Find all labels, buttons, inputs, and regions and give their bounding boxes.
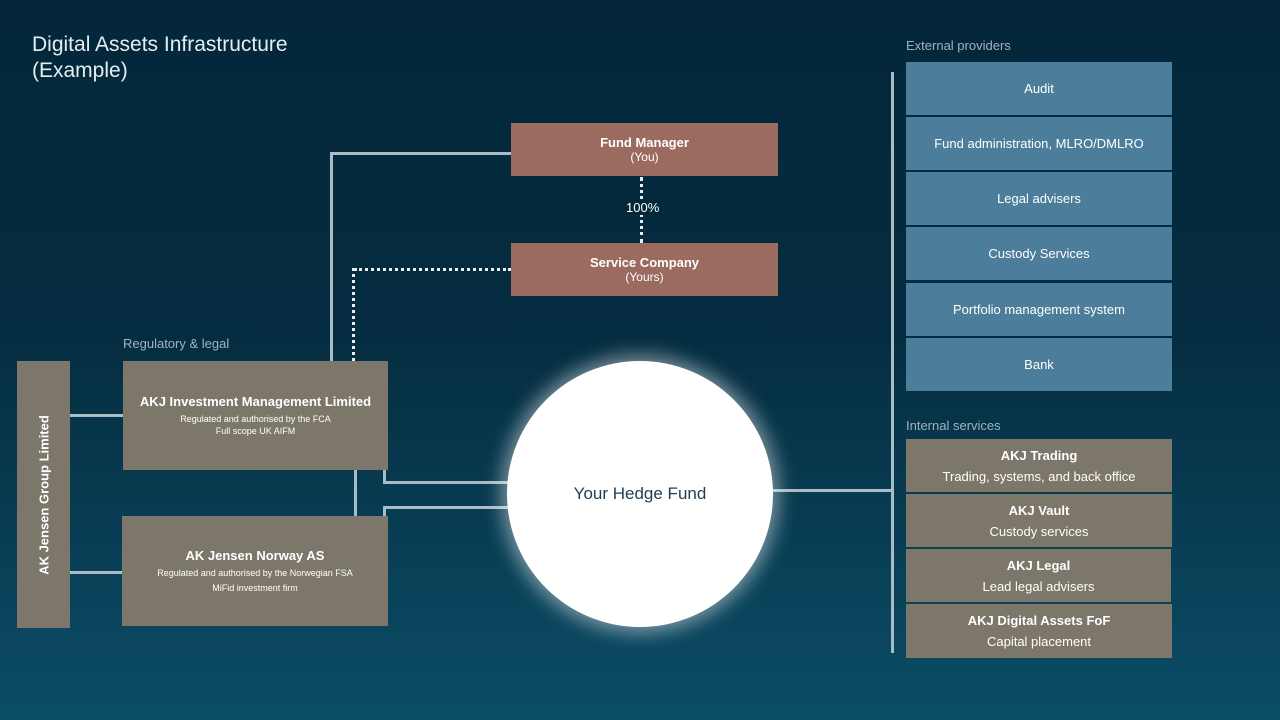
provider-label: Audit bbox=[1024, 81, 1054, 96]
akj-norway-box: AK Jensen Norway AS Regulated and author… bbox=[122, 516, 388, 626]
page-title: Digital Assets Infrastructure (Example) bbox=[32, 32, 288, 84]
group-name: AK Jensen Group Limited bbox=[36, 414, 51, 575]
service-desc: Custody services bbox=[989, 523, 1089, 539]
connector-sc-vertical bbox=[352, 268, 355, 361]
hedge-fund-circle: Your Hedge Fund bbox=[507, 361, 773, 627]
service-desc: Capital placement bbox=[986, 634, 1092, 649]
akj-norway-line1: Regulated and authorised by the Norwegia… bbox=[157, 568, 353, 578]
regulatory-label: Regulatory & legal bbox=[123, 336, 230, 351]
akj-im-line1: Regulated and authorised by the FCA bbox=[180, 414, 331, 424]
provider-label: Legal advisers bbox=[997, 191, 1081, 206]
connector-fm-vertical bbox=[330, 152, 333, 361]
fund-manager-sub: (You) bbox=[630, 150, 659, 164]
external-providers-label: External providers bbox=[906, 38, 1011, 53]
page-title-line1: Digital Assets Infrastructure bbox=[32, 33, 288, 56]
connector-group-im bbox=[70, 414, 123, 417]
providers-vertical-rail bbox=[891, 72, 894, 653]
provider-label: Custody Services bbox=[988, 246, 1090, 261]
fund-manager-box: Fund Manager (You) bbox=[511, 123, 778, 176]
service-akj-digital-assets-fof: AKJ Digital Assets FoF Capital placement bbox=[906, 604, 1172, 658]
fund-manager-name: Fund Manager bbox=[600, 135, 689, 150]
service-name: AKJ Digital Assets FoF bbox=[967, 613, 1111, 628]
akj-im-name: AKJ Investment Management Limited bbox=[139, 394, 372, 409]
connector-norway-fund-h bbox=[383, 506, 510, 509]
service-company-name: Service Company bbox=[589, 255, 700, 270]
service-akj-trading: AKJ Trading Trading, systems, and back o… bbox=[906, 439, 1172, 492]
connector-im-fund-h bbox=[383, 481, 510, 484]
page-title-line2: (Example) bbox=[32, 59, 128, 82]
akj-norway-name: AK Jensen Norway AS bbox=[185, 548, 325, 563]
service-name: AKJ Vault bbox=[1008, 502, 1070, 518]
akj-im-line2: Full scope UK AIFM bbox=[215, 426, 296, 436]
service-name: AKJ Legal bbox=[1006, 557, 1071, 573]
connector-fund-right bbox=[773, 489, 893, 492]
service-name: AKJ Trading bbox=[1000, 447, 1078, 463]
service-company-sub: (Yours) bbox=[625, 270, 664, 284]
connector-sc-horizontal bbox=[354, 268, 511, 271]
provider-legal-advisers: Legal advisers bbox=[906, 172, 1172, 225]
ownership-label: 100% bbox=[624, 200, 662, 215]
akj-norway-line2: MiFid investment firm bbox=[212, 583, 298, 593]
service-akj-vault: AKJ Vault Custody services bbox=[906, 494, 1172, 547]
provider-label: Portfolio management system bbox=[953, 302, 1125, 317]
hedge-fund-label: Your Hedge Fund bbox=[573, 484, 707, 503]
internal-services-label: Internal services bbox=[906, 418, 1001, 433]
provider-bank: Bank bbox=[906, 338, 1172, 391]
group-box: AK Jensen Group Limited bbox=[17, 361, 70, 628]
service-desc: Lead legal advisers bbox=[982, 578, 1095, 594]
provider-portfolio-management: Portfolio management system bbox=[906, 283, 1172, 336]
connector-group-norway bbox=[70, 571, 122, 574]
provider-audit: Audit bbox=[906, 62, 1172, 115]
service-akj-legal: AKJ Legal Lead legal advisers bbox=[906, 549, 1171, 602]
connector-im-norway bbox=[354, 470, 357, 517]
connector-norway-fund-v bbox=[383, 506, 386, 517]
akj-im-box: AKJ Investment Management Limited Regula… bbox=[123, 361, 388, 470]
provider-custody-services: Custody Services bbox=[906, 227, 1172, 280]
connector-im-fund-v bbox=[383, 470, 386, 483]
provider-label: Bank bbox=[1024, 357, 1054, 372]
connector-fm-horizontal bbox=[330, 152, 511, 155]
service-company-box: Service Company (Yours) bbox=[511, 243, 778, 296]
provider-label: Fund administration, MLRO/DMLRO bbox=[934, 136, 1144, 151]
provider-fund-administration: Fund administration, MLRO/DMLRO bbox=[906, 117, 1172, 170]
service-desc: Trading, systems, and back office bbox=[942, 468, 1136, 484]
